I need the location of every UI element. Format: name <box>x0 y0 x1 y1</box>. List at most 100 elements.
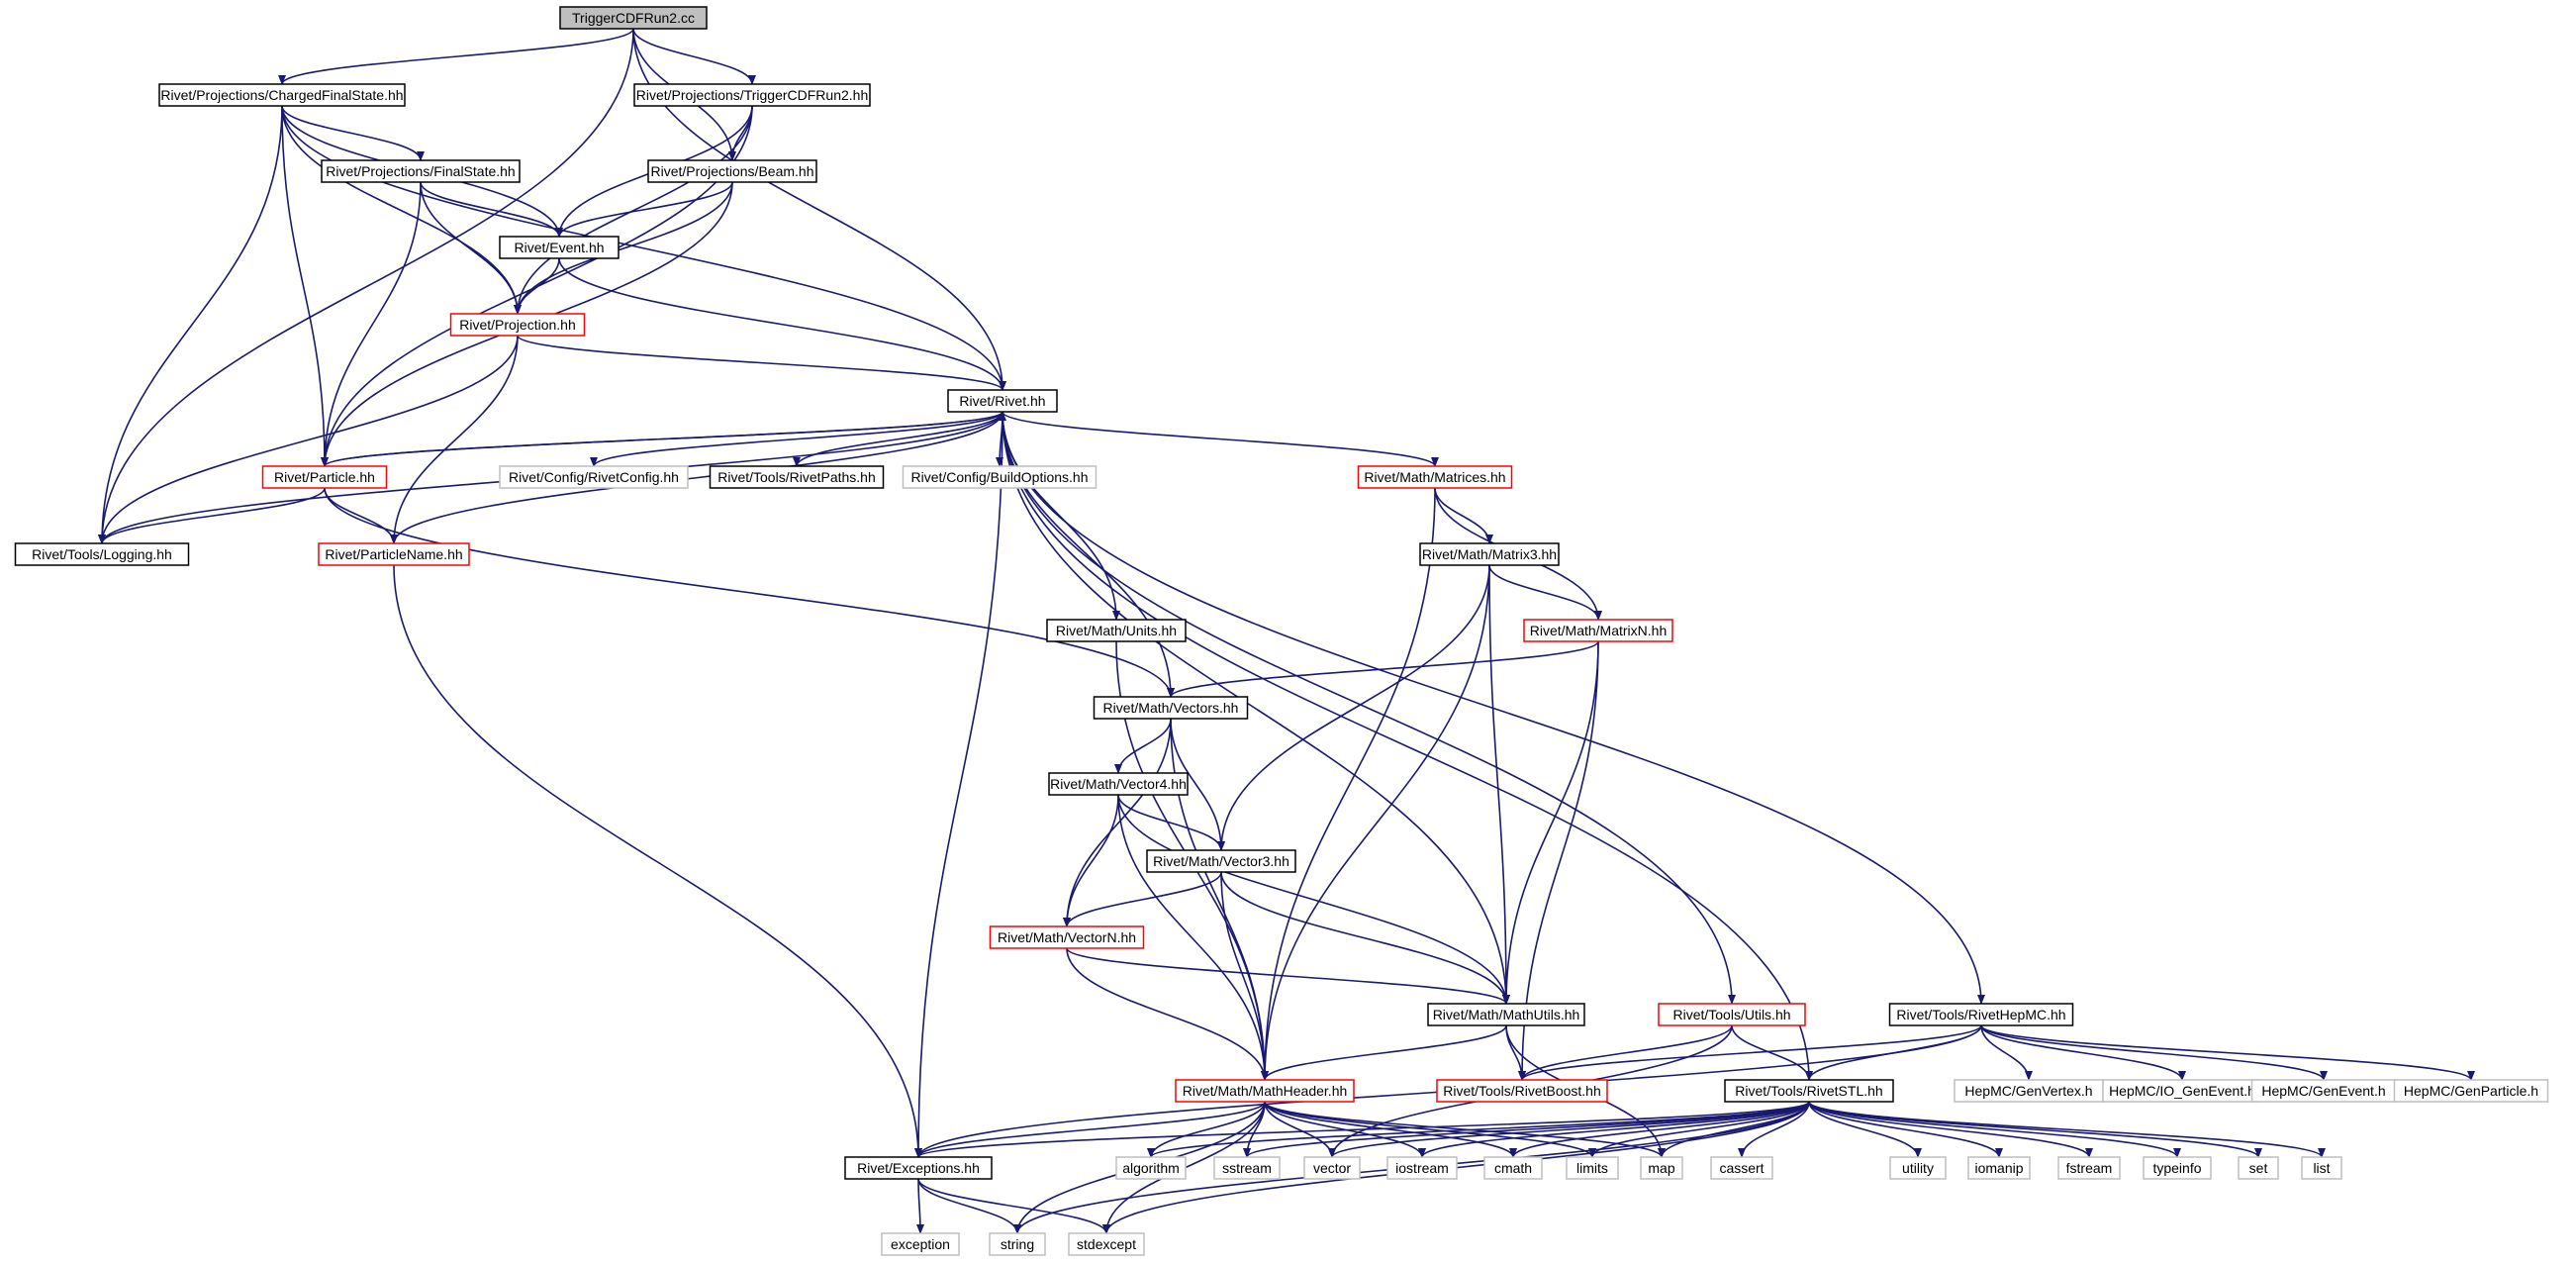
edge-tcr2-to-proj <box>514 105 753 315</box>
edge-matrix3-to-vector3 <box>1217 564 1490 851</box>
node-sstream-label: sstream <box>1222 1160 1272 1176</box>
node-exception-label: exception <box>891 1236 950 1252</box>
node-trigger_cc[interactable]: TriggerCDFRun2.cc <box>559 6 708 30</box>
node-matrix3[interactable]: Rivet/Math/Matrix3.hh <box>1419 542 1560 566</box>
node-rhepmc[interactable]: Rivet/Tools/RivetHepMC.hh <box>1888 1003 2074 1026</box>
node-toolsutils[interactable]: Rivet/Tools/Utils.hh <box>1658 1003 1806 1026</box>
node-rivetconfig-label: Rivet/Config/RivetConfig.hh <box>509 469 679 485</box>
node-buildoptions-label: Rivet/Config/BuildOptions.hh <box>911 469 1089 485</box>
node-vectors[interactable]: Rivet/Math/Vectors.hh <box>1093 696 1249 720</box>
node-rivetpaths-box <box>709 465 885 489</box>
node-event[interactable]: Rivet/Event.hh <box>499 236 620 259</box>
edge-rhepmc-to-genvertex <box>1980 1024 2033 1081</box>
edge-rivet-to-mathutils <box>1002 411 1510 1005</box>
edge-vectors-to-vectorn <box>1063 718 1172 927</box>
node-tcr2[interactable]: Rivet/Projections/TriggerCDFRun2.hh <box>633 83 871 107</box>
node-matrix3-box <box>1419 542 1560 566</box>
node-ioge-label: HepMC/IO_GenEvent.h <box>2109 1083 2255 1099</box>
node-utility: utility <box>1889 1156 1947 1180</box>
node-rivet-label: Rivet/Rivet.hh <box>959 393 1045 409</box>
edge-rstl-to-iostream <box>1418 1101 1810 1158</box>
node-matrices[interactable]: Rivet/Math/Matrices.hh <box>1357 465 1513 489</box>
node-vectorn[interactable]: Rivet/Math/VectorN.hh <box>989 925 1145 949</box>
node-toolsutils-label: Rivet/Tools/Utils.hh <box>1672 1007 1790 1022</box>
node-exception: exception <box>881 1232 960 1256</box>
edge-rivet-to-vectors <box>1002 411 1175 698</box>
edge-vectorn-to-mathutils <box>1066 947 1510 1005</box>
node-rboost[interactable]: Rivet/Tools/RivetBoost.hh <box>1436 1079 1608 1103</box>
node-set-box <box>2238 1156 2279 1180</box>
node-exception-box <box>881 1232 960 1256</box>
node-string-box <box>989 1232 1046 1256</box>
edge-beam-to-proj <box>514 181 733 315</box>
edge-exceptions-to-string <box>917 1178 1021 1234</box>
node-utility-box <box>1889 1156 1947 1180</box>
node-rivet[interactable]: Rivet/Rivet.hh <box>947 389 1058 413</box>
edge-mathutils-to-mathheader <box>1261 1024 1507 1081</box>
node-event-box <box>499 236 620 259</box>
node-buildoptions: Rivet/Config/BuildOptions.hh <box>902 465 1097 489</box>
node-limits-box <box>1566 1156 1619 1180</box>
edge-vector4-to-vector3 <box>1117 794 1225 851</box>
node-buildoptions-box <box>902 465 1097 489</box>
node-vector4[interactable]: Rivet/Math/Vector4.hh <box>1048 772 1189 796</box>
node-genparticle-box <box>2393 1079 2549 1103</box>
edge-rivet-to-pname <box>390 411 1003 544</box>
node-genparticle-label: HepMC/GenParticle.h <box>2404 1083 2538 1099</box>
node-beam-label: Rivet/Projections/Beam.hh <box>651 163 814 179</box>
node-beam[interactable]: Rivet/Projections/Beam.hh <box>647 159 817 183</box>
edge-vector3-to-vectorn <box>1063 871 1222 927</box>
node-algorithm-box <box>1115 1156 1187 1180</box>
node-cfs[interactable]: Rivet/Projections/ChargedFinalState.hh <box>158 83 406 107</box>
edge-rstl-to-exceptions <box>914 1101 1810 1158</box>
edge-mathheader-to-algorithm <box>1147 1101 1266 1158</box>
node-matrices-box <box>1357 465 1513 489</box>
node-rivetpaths[interactable]: Rivet/Tools/RivetPaths.hh <box>709 465 885 489</box>
node-sstream-box <box>1213 1156 1281 1180</box>
node-rstl[interactable]: Rivet/Tools/RivetSTL.hh <box>1724 1079 1894 1103</box>
edge-rivet-to-toolsutils <box>1002 411 1736 1005</box>
node-typeinfo: typeinfo <box>2143 1156 2212 1180</box>
node-mathutils[interactable]: Rivet/Math/MathUtils.hh <box>1427 1003 1585 1026</box>
node-iomanip: iomanip <box>1967 1156 2031 1180</box>
node-rivetpaths-label: Rivet/Tools/RivetPaths.hh <box>717 469 876 485</box>
node-beam-box <box>647 159 817 183</box>
node-rboost-label: Rivet/Tools/RivetBoost.hh <box>1443 1083 1601 1099</box>
node-vector4-label: Rivet/Math/Vector4.hh <box>1050 776 1187 792</box>
node-proj[interactable]: Rivet/Projection.hh <box>449 313 586 337</box>
node-fs[interactable]: Rivet/Projections/FinalState.hh <box>321 159 521 183</box>
node-list-label: list <box>2313 1160 2330 1176</box>
node-vector3[interactable]: Rivet/Math/Vector3.hh <box>1146 849 1296 873</box>
edge-rstl-to-typeinfo <box>1808 1101 2181 1158</box>
node-set-label: set <box>2249 1160 2268 1176</box>
edge-rstl-to-utility <box>1808 1101 1922 1158</box>
node-exceptions[interactable]: Rivet/Exceptions.hh <box>844 1156 993 1180</box>
node-map: map <box>1640 1156 1683 1180</box>
node-trigger_cc-box <box>559 6 708 30</box>
node-trigger_cc-label: TriggerCDFRun2.cc <box>572 10 695 26</box>
edge-proj-to-rivet <box>517 335 1006 391</box>
node-particle[interactable]: Rivet/Particle.hh <box>261 465 388 489</box>
edge-rstl-to-set <box>1808 1101 2262 1158</box>
node-mathheader[interactable]: Rivet/Math/MathHeader.hh <box>1175 1079 1355 1103</box>
edge-particle-to-vectors <box>324 487 1175 698</box>
edge-mathheader-to-limits <box>1264 1101 1596 1158</box>
node-matrixn[interactable]: Rivet/Math/MatrixN.hh <box>1523 619 1673 642</box>
edge-rstl-to-cmath <box>1509 1101 1810 1158</box>
edge-event-to-proj <box>514 257 560 315</box>
node-cfs-box <box>158 83 406 107</box>
node-stdexcept-box <box>1068 1232 1145 1256</box>
edge-pname-to-exceptions <box>393 564 922 1158</box>
node-genevent-label: HepMC/GenEvent.h <box>2261 1083 2385 1099</box>
node-logging[interactable]: Rivet/Tools/Logging.hh <box>14 542 190 566</box>
node-units[interactable]: Rivet/Math/Units.hh <box>1046 619 1187 642</box>
node-rivetconfig-box <box>499 465 689 489</box>
node-iostream: iostream <box>1386 1156 1458 1180</box>
node-pname[interactable]: Rivet/ParticleName.hh <box>318 542 470 566</box>
node-utility-label: utility <box>1902 1160 1934 1176</box>
node-vector4-box <box>1048 772 1189 796</box>
node-genevent: HepMC/GenEvent.h <box>2250 1079 2397 1103</box>
node-mathutils-label: Rivet/Math/MathUtils.hh <box>1433 1007 1580 1022</box>
node-logging-box <box>14 542 190 566</box>
